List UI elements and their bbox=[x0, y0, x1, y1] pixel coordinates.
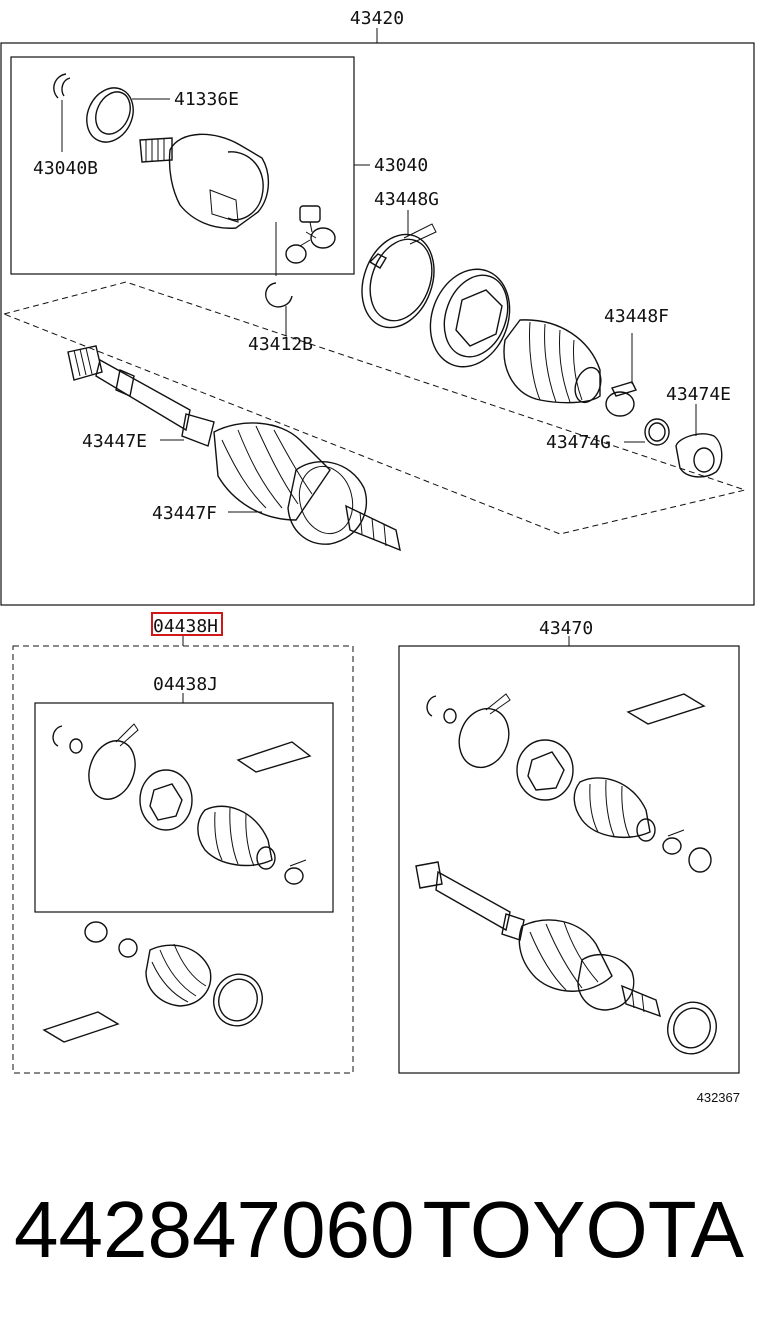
clamp-43448F bbox=[605, 333, 637, 417]
callout-43420[interactable]: 43420 bbox=[350, 8, 404, 29]
part-footer: 442847060 TOYOTA bbox=[0, 1180, 760, 1290]
clamp-43448G bbox=[361, 210, 437, 329]
top-assembly-43420: 43420 43040 43040B 41336E bbox=[0, 8, 755, 606]
callout-43447F[interactable]: 43447F bbox=[152, 503, 217, 524]
inner-kit-frame bbox=[34, 702, 334, 913]
figure-code: 432367 bbox=[697, 1090, 740, 1105]
snap-ring-43040B bbox=[53, 73, 71, 152]
shaft-subassembly-outline bbox=[2, 281, 747, 535]
callout-43474E[interactable]: 43474E bbox=[666, 384, 731, 405]
ring-43474E bbox=[675, 404, 723, 478]
callout-43040[interactable]: 43040 bbox=[374, 155, 428, 176]
clip-43412B bbox=[265, 282, 293, 336]
joint-housing bbox=[139, 133, 269, 229]
assembly-43470-parts bbox=[415, 693, 717, 1055]
drive-shaft bbox=[67, 345, 215, 447]
parts-diagram: 43420 43040 43040B 41336E bbox=[0, 8, 755, 1105]
outer-kit-parts bbox=[42, 921, 263, 1043]
callout-43448G[interactable]: 43448G bbox=[374, 189, 439, 210]
boot-kit-04438H: 04438H 04438J bbox=[12, 612, 354, 1074]
callout-43447E[interactable]: 43447E bbox=[82, 431, 147, 452]
boot-kit-frame bbox=[12, 645, 354, 1074]
callout-43474G[interactable]: 43474G bbox=[546, 432, 611, 453]
inner-kit-parts bbox=[52, 723, 312, 885]
callout-43448F[interactable]: 43448F bbox=[604, 306, 669, 327]
callout-43470[interactable]: 43470 bbox=[539, 618, 593, 639]
ring-43474G bbox=[624, 418, 670, 446]
tripod-joint bbox=[275, 205, 336, 276]
shaft-assembly-43470: 43470 bbox=[398, 618, 740, 1074]
callout-04438J[interactable]: 04438J bbox=[153, 674, 218, 695]
callout-04438H[interactable]: 04438H bbox=[153, 616, 218, 637]
brand-name: TOYOTA bbox=[422, 1185, 744, 1274]
outer-cv-joint bbox=[213, 422, 401, 552]
callout-43412B[interactable]: 43412B bbox=[248, 334, 313, 355]
callout-43040B[interactable]: 43040B bbox=[33, 158, 98, 179]
inner-boot bbox=[429, 268, 602, 404]
part-number: 442847060 bbox=[14, 1185, 415, 1274]
callout-41336E[interactable]: 41336E bbox=[174, 89, 239, 110]
highlight-box bbox=[151, 612, 223, 636]
ring-41336E bbox=[86, 87, 170, 143]
